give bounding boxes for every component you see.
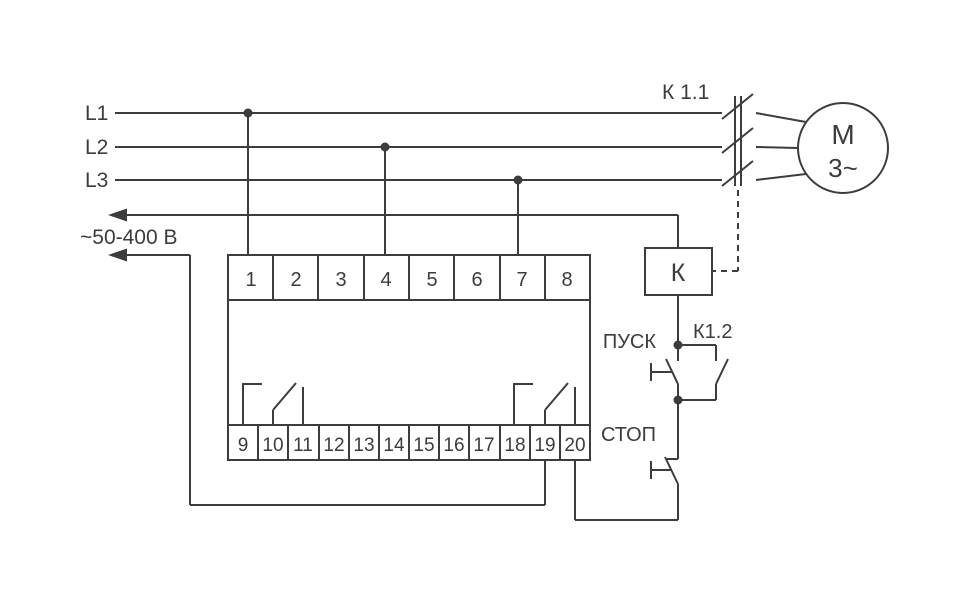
terminal-number-5: 5 [426,269,437,291]
terminal-number-8: 8 [561,269,572,291]
bottom-terminal-dividers [257,425,561,460]
phase-label-l2: L2 [85,136,108,159]
start-button-contact [650,345,679,400]
terminal-number-10: 10 [262,435,283,456]
diagram-labels: L1 L2 L3 К 1.1 М 3~ ~50-400 В К ПУСК К1.… [80,81,858,456]
stop-to-terminal-20-wire [574,460,678,521]
terminal-number-18: 18 [504,435,525,456]
terminal-number-4: 4 [380,269,391,291]
relay-internal-contact-right [513,382,576,425]
motor-lead-l3 [755,173,807,181]
coil-label: К [671,259,686,287]
terminal-number-19: 19 [534,435,555,456]
contact-k11-blade-l1 [721,93,754,120]
contact-k11-blade-l2 [721,127,754,154]
contact-k11-linkage-bars [734,96,742,186]
junction-dot [673,395,683,405]
stop-button-contact [650,443,679,520]
terminal-number-17: 17 [473,435,494,456]
junctions-and-arrows [108,108,683,405]
junction-dot [243,108,253,118]
mechanical-link-dashed [712,190,739,272]
stop-button-label: СТОП [601,424,656,446]
top-terminal-dividers [272,255,546,300]
motor-lead-l1 [755,112,807,123]
terminal-number-16: 16 [443,435,464,456]
terminal-number-12: 12 [323,435,344,456]
terminal-number-14: 14 [383,435,405,456]
phase-label-l1: L1 [85,102,108,125]
motor-lead-l2 [755,146,799,149]
terminal-number-1: 1 [245,269,256,291]
supply-line-upper [124,214,679,248]
terminal-number-13: 13 [353,435,374,456]
junction-dot [673,340,683,350]
relay-internal-contact-left [242,382,304,425]
terminal-number-7: 7 [516,269,527,291]
motor-phases: 3~ [828,153,858,183]
motor-circle [797,102,889,194]
terminal-number-20: 20 [564,435,585,456]
aux-contact-label: К1.2 [693,321,732,343]
start-button-label: ПУСК [603,331,657,353]
junction-dot [513,175,523,185]
terminal-number-15: 15 [413,435,434,456]
supply-line-lower [124,254,546,506]
terminal-number-2: 2 [290,269,301,291]
contact-k11-blade-l3 [721,160,754,187]
diagram-lines [115,93,889,521]
aux-contact-k12-branch [678,344,729,401]
supply-voltage-label: ~50-400 В [80,226,178,249]
terminal-number-9: 9 [238,435,249,456]
main-contact-label: К 1.1 [662,81,709,104]
terminal-number-6: 6 [471,269,482,291]
supply-arrow-upper [108,208,127,222]
terminal-number-11: 11 [293,435,313,456]
motor-letter: М [831,119,854,150]
supply-arrow-lower [108,248,127,262]
terminal-number-3: 3 [335,269,346,291]
junction-dot [380,142,390,152]
phase-label-l3: L3 [85,169,108,192]
